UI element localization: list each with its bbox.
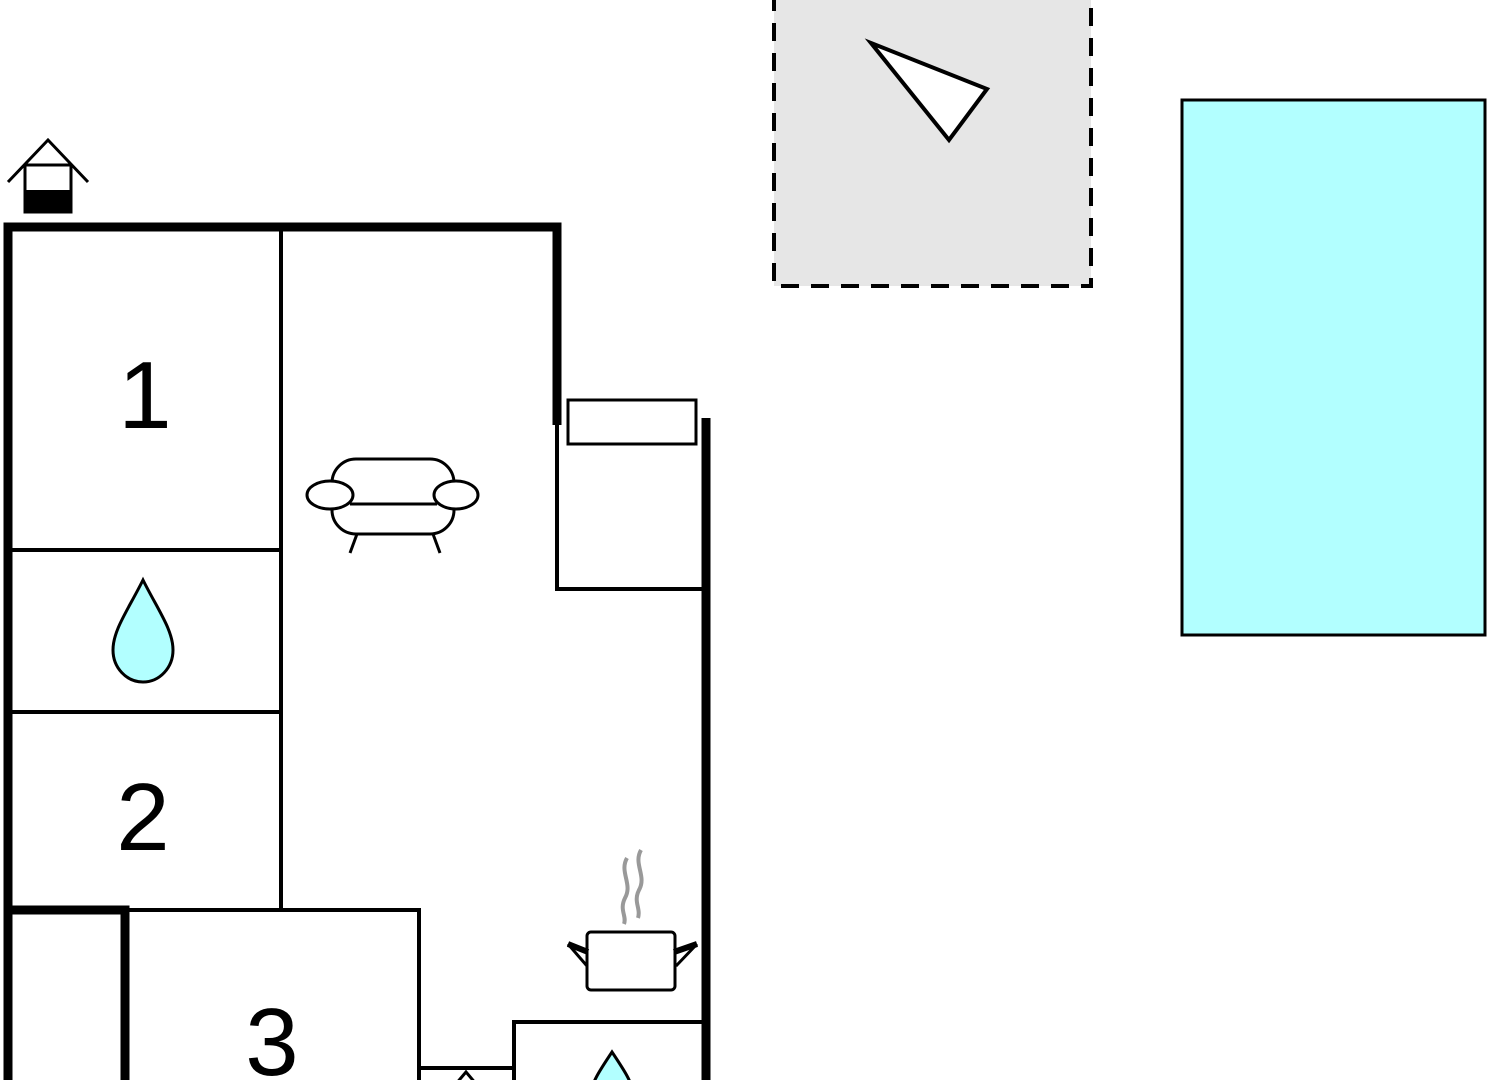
window-sill <box>566 398 698 446</box>
swimming-pool <box>1180 98 1487 637</box>
house-entrance-icon <box>6 137 90 214</box>
water-drop-icon <box>111 576 175 684</box>
terrace-area <box>772 0 1093 288</box>
room-label-2: 2 <box>116 764 169 871</box>
terrace-triangle-icon <box>864 38 991 144</box>
sofa-icon <box>305 457 480 554</box>
water-drop-icon <box>593 1049 631 1080</box>
room-label-1: 1 <box>118 342 171 449</box>
stair-marker-icon <box>457 1069 475 1080</box>
room-label-3: 3 <box>245 989 298 1080</box>
cooking-pot-icon <box>566 849 699 992</box>
interior-walls <box>8 227 706 1080</box>
